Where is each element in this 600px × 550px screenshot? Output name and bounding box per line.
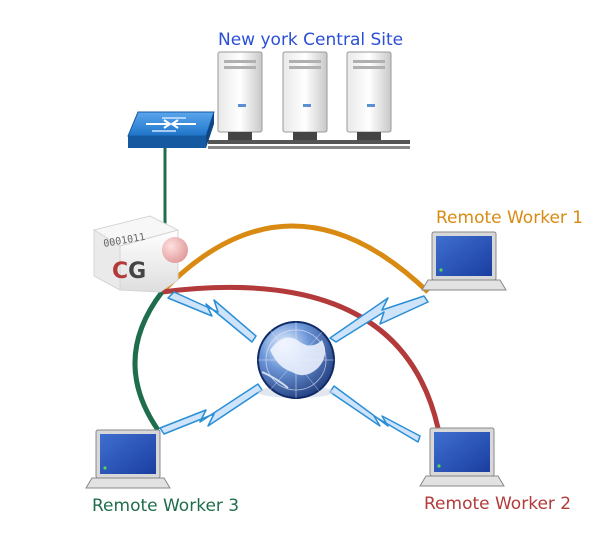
server-base-rails xyxy=(208,140,410,149)
laptop-icon-remote-worker-1 xyxy=(421,231,507,291)
gateway-logo: CG xyxy=(112,259,146,284)
gateway-appliance: 0001011 CG xyxy=(92,215,188,293)
remote-worker-1-label: Remote Worker 1 xyxy=(436,208,584,228)
central-site-label: New york Central Site xyxy=(218,30,404,50)
remote-worker-2-label: Remote Worker 2 xyxy=(424,494,572,514)
network-switch-icon xyxy=(127,111,215,148)
laptop-icon-remote-worker-2 xyxy=(419,427,505,487)
server-icon xyxy=(346,51,392,140)
globe-icon xyxy=(257,321,335,399)
arc-to-remote-worker-3 xyxy=(132,290,164,432)
server-rack xyxy=(208,51,410,149)
wireless-link-worker-2 xyxy=(329,385,421,443)
server-icon xyxy=(217,51,263,140)
server-icon xyxy=(282,51,328,140)
wireless-link-worker-1 xyxy=(329,295,429,343)
remote-worker-3-label: Remote Worker 3 xyxy=(92,496,240,516)
status-indicator xyxy=(162,237,188,263)
arc-to-remote-worker-2 xyxy=(161,284,441,429)
wireless-link-gateway xyxy=(167,291,257,343)
wireless-link-worker-3 xyxy=(159,383,263,435)
arc-to-remote-worker-1 xyxy=(160,223,430,294)
logo-letter-g: G xyxy=(128,259,146,284)
laptop-icon-remote-worker-3 xyxy=(85,429,171,489)
logo-letter-c: C xyxy=(112,259,128,284)
